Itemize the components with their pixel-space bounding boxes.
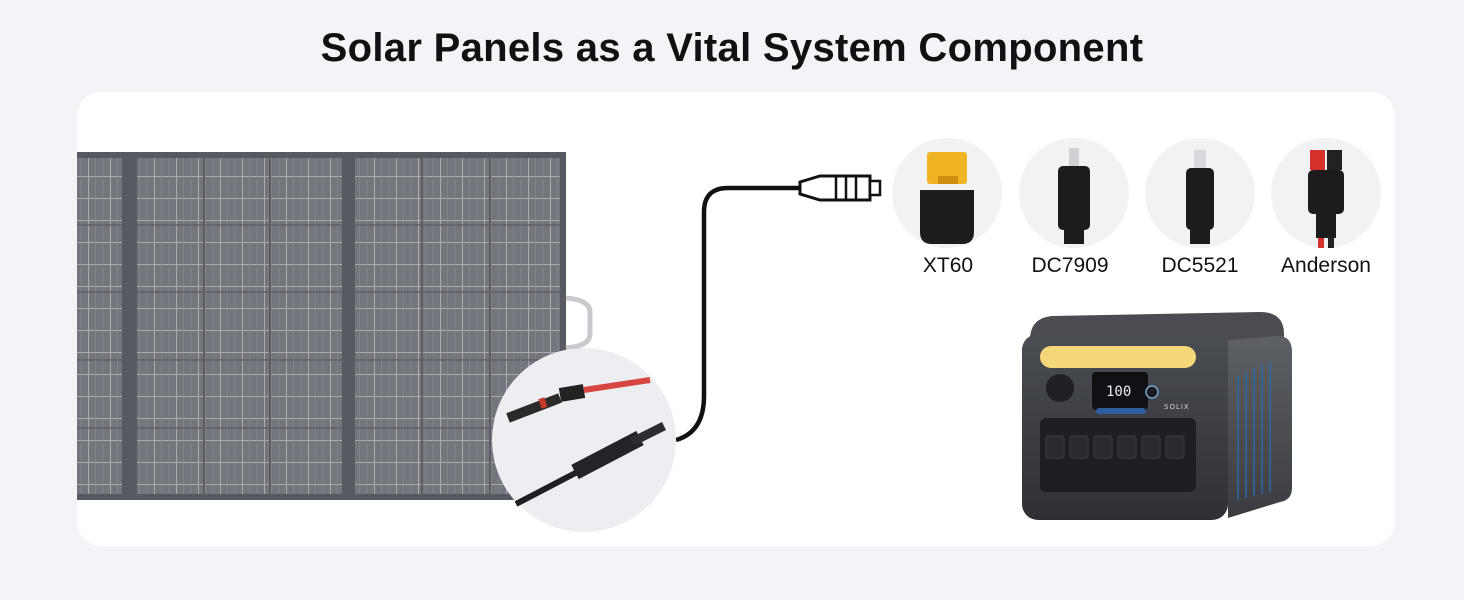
connector-label-dc7909: DC7909 xyxy=(1031,254,1109,277)
page-title: Solar Panels as a Vital System Component xyxy=(320,26,1144,70)
svg-text:SOLIX: SOLIX xyxy=(1164,403,1190,411)
connector-label-anderson: Anderson xyxy=(1281,254,1371,277)
cable-plug-icon xyxy=(798,174,882,202)
dc5521-connector-icon xyxy=(1186,150,1214,244)
svg-text:100: 100 xyxy=(1106,384,1131,400)
connector-label-dc5521: DC5521 xyxy=(1161,254,1239,277)
power-station-image: 100 SOLIX xyxy=(1022,312,1292,520)
mc4-connector-zoom xyxy=(492,348,676,532)
dc7909-connector-icon xyxy=(1058,148,1090,244)
anderson-connector-icon xyxy=(1308,150,1344,248)
solar-panel-image xyxy=(77,152,593,500)
connector-label-xt60: XT60 xyxy=(922,254,974,277)
xt60-connector-icon xyxy=(920,152,974,244)
output-cable xyxy=(675,185,806,443)
connector-icons xyxy=(892,138,1381,248)
